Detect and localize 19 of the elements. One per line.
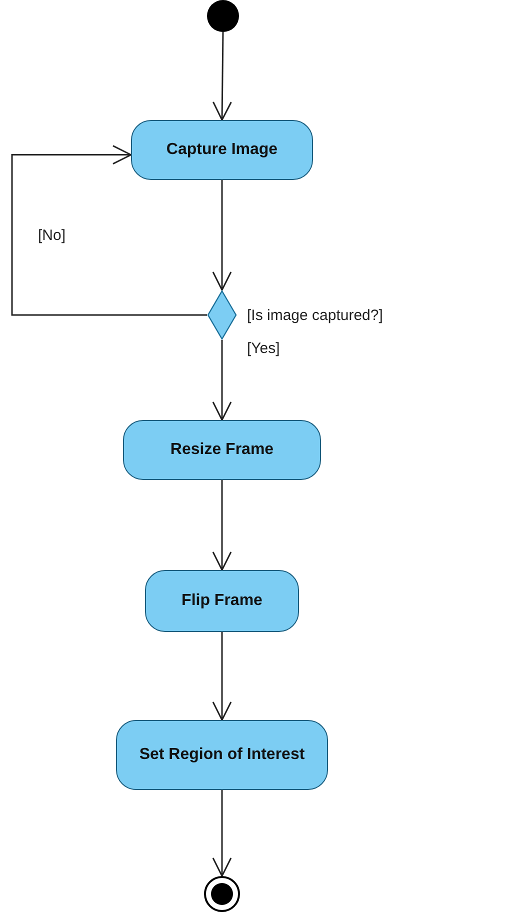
- condition-label: [Is image captured?]: [247, 306, 383, 326]
- arrow: [212, 340, 232, 421]
- action-label: Capture Image: [166, 140, 278, 160]
- arrow: [11, 145, 207, 316]
- arrow: [212, 480, 232, 571]
- arrow: [212, 790, 232, 877]
- action-label: Flip Frame: [182, 591, 262, 611]
- action-box: [145, 570, 299, 632]
- action-box: [116, 720, 328, 790]
- action-box: [131, 120, 313, 180]
- decision-diamond: [207, 290, 237, 340]
- arrow: [212, 180, 232, 291]
- action-box: [123, 420, 321, 480]
- action-label: Resize Frame: [170, 440, 274, 460]
- start-node: [207, 0, 239, 32]
- end-node: [204, 876, 240, 912]
- arrow: [212, 32, 232, 121]
- arrow: [212, 632, 232, 721]
- action-label: Set Region of Interest: [139, 745, 305, 765]
